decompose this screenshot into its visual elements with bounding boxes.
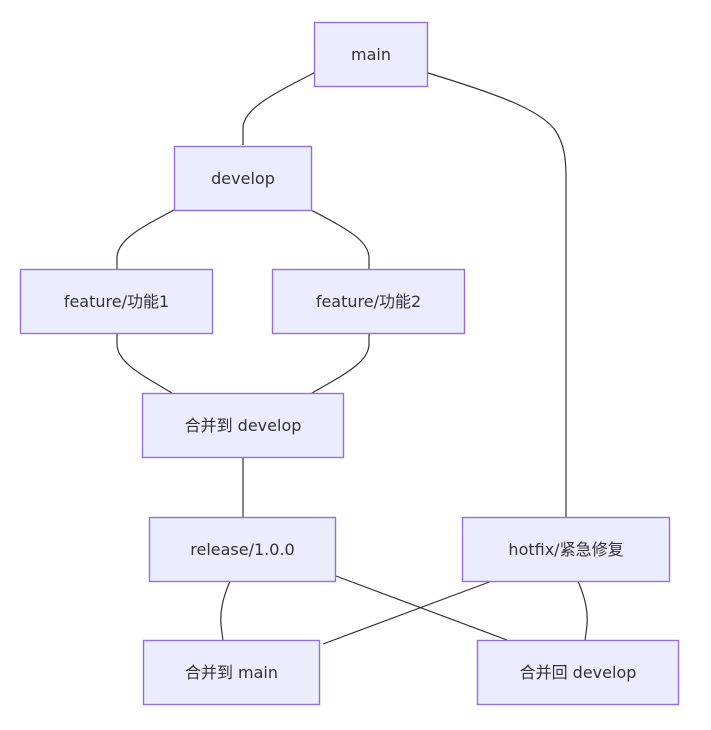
edge-hotfix-to-merge-back-develop — [577, 580, 588, 642]
node-label: 合并到 main — [185, 663, 278, 682]
node-label: develop — [211, 169, 275, 188]
edge-develop-to-feature2 — [310, 209, 370, 269]
nodes: main develop feature/功能1 feature/功能2 合并到… — [19, 21, 680, 706]
node-feature2[interactable]: feature/功能2 — [271, 268, 466, 335]
node-release[interactable]: release/1.0.0 — [148, 516, 337, 583]
node-feature1[interactable]: feature/功能1 — [19, 268, 214, 335]
edge-feature2-to-merge-develop — [311, 333, 370, 394]
edge-main-to-develop — [242, 72, 315, 145]
node-main[interactable]: main — [313, 21, 429, 88]
node-hotfix[interactable]: hotfix/紧急修复 — [461, 516, 671, 583]
node-label: 合并到 develop — [185, 416, 302, 435]
edge-release-to-merge-main — [220, 580, 231, 642]
node-label: 合并回 develop — [520, 663, 637, 682]
node-label: hotfix/紧急修复 — [508, 540, 623, 559]
node-label: feature/功能1 — [64, 292, 169, 311]
node-label: main — [351, 45, 391, 64]
node-label: feature/功能2 — [316, 292, 421, 311]
edge-main-to-hotfix — [427, 72, 567, 517]
node-merge-main[interactable]: 合并到 main — [142, 639, 321, 706]
node-develop[interactable]: develop — [173, 145, 313, 212]
node-merge-develop[interactable]: 合并到 develop — [141, 392, 345, 459]
edge-hotfix-to-merge-main — [322, 580, 493, 645]
edge-release-to-merge-back-develop — [335, 575, 508, 641]
node-label: release/1.0.0 — [190, 540, 294, 559]
edge-develop-to-feature1 — [116, 209, 175, 269]
edge-feature1-to-merge-develop — [116, 333, 173, 394]
node-merge-back-develop[interactable]: 合并回 develop — [476, 639, 680, 706]
edges — [116, 72, 588, 645]
